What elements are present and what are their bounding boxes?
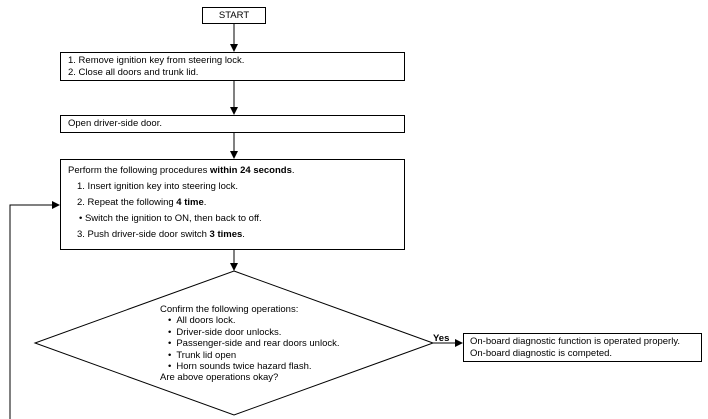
step3-item-3-period: . <box>242 229 245 240</box>
decision-heading: Confirm the following operations: <box>160 304 299 315</box>
step2-text: Open driver-side door. <box>68 118 162 129</box>
step3-intro-text: Perform the following procedures <box>68 165 211 176</box>
step3-item-2-period: . <box>203 197 207 208</box>
decision-item: Driver-side door unlocks. <box>160 327 340 338</box>
decision-item: All doors lock. <box>160 315 340 326</box>
start-label: START <box>218 10 250 21</box>
step1-line-1: 1. Remove ignition key from steering loc… <box>68 55 245 66</box>
step3-item-3-text: 3. Push driver-side door switch <box>77 229 210 240</box>
decision-item: Trunk lid open <box>160 350 340 361</box>
step3-bullet: • Switch the ignition to ON, then back t… <box>68 213 404 225</box>
step-remove-key-close-doors: 1. Remove ignition key from steering loc… <box>60 52 405 81</box>
step1-line-2: 2. Close all doors and trunk lid. <box>68 67 199 78</box>
step3-item-1: 1. Insert ignition key into steering loc… <box>77 181 239 192</box>
yes-branch-label: Yes <box>433 333 450 344</box>
loop-back-line <box>9 201 60 419</box>
step3-item-3-emphasis: 3 times <box>209 229 243 240</box>
step-open-driver-door: Open driver-side door. <box>60 115 405 133</box>
step3-intro-emphasis: within 24 seconds <box>210 165 292 176</box>
decision-text: Confirm the following operations: All do… <box>160 304 340 384</box>
step3-intro-period: . <box>291 165 295 176</box>
step3-item-2: 2. Repeat the following 4 time. <box>68 197 404 209</box>
decision-item: Horn sounds twice hazard flash. <box>160 361 340 372</box>
step-perform-procedures: Perform the following procedures within … <box>60 159 405 250</box>
decision-question: Are above operations okay? <box>160 372 279 384</box>
step3-item-2-text: 2. Repeat the following <box>77 197 177 208</box>
result-box: On-board diagnostic function is operated… <box>463 333 702 362</box>
step3-item-2-emphasis: 4 time <box>176 197 204 208</box>
result-line-1: On-board diagnostic function is operated… <box>470 336 681 347</box>
bullet-icon: • <box>79 213 85 224</box>
step3-intro: Perform the following procedures within … <box>68 165 404 177</box>
result-line-2: On-board diagnostic is competed. <box>470 348 613 359</box>
step3-bullet-text: Switch the ignition to ON, then back to … <box>84 213 262 224</box>
decision-item: Passenger-side and rear doors unlock. <box>160 338 339 349</box>
step3-item-3: 3. Push driver-side door switch 3 times. <box>68 229 404 241</box>
start-terminal: START <box>202 7 266 24</box>
